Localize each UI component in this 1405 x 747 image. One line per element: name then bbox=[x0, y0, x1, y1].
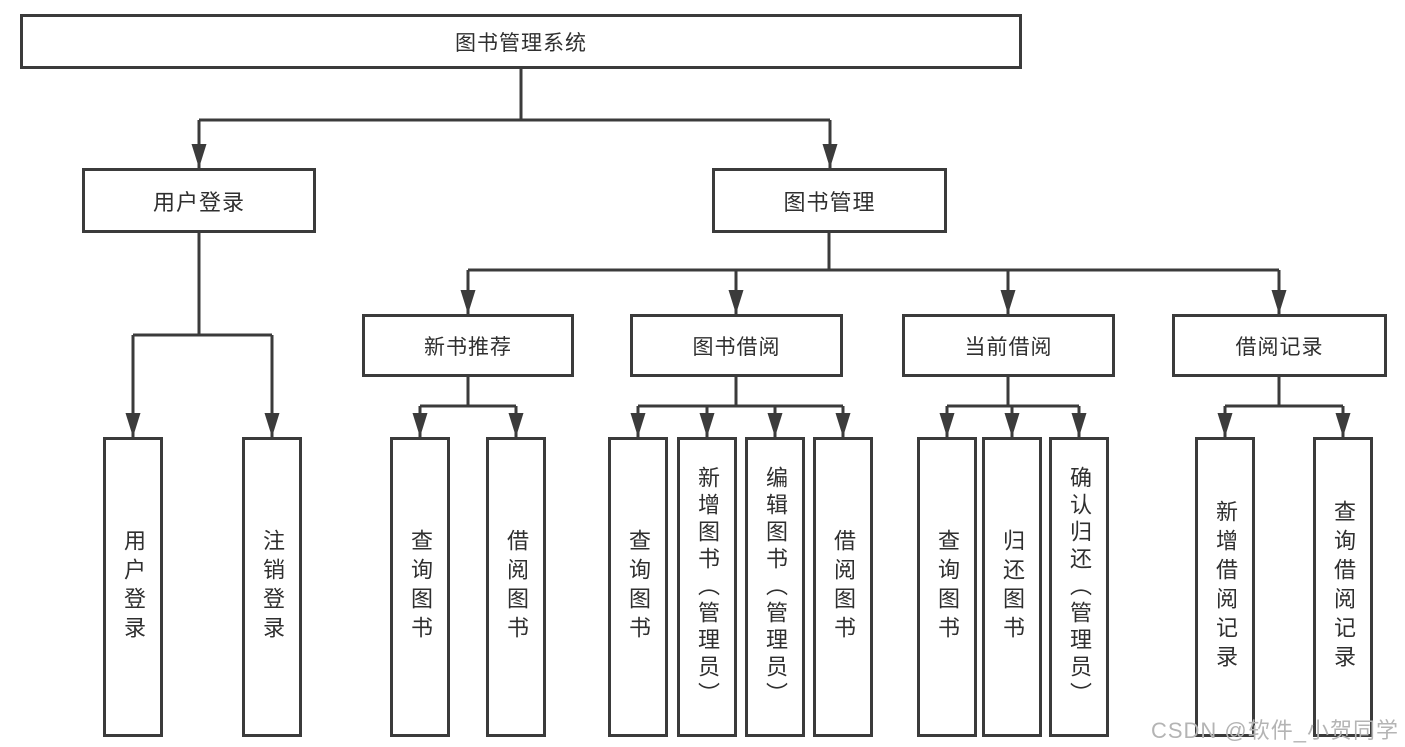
node-label: 当前借阅 bbox=[964, 335, 1053, 359]
node-label: 借阅记录 bbox=[1235, 335, 1324, 359]
leaf-query-books-recommend: 查询图书 bbox=[390, 437, 450, 737]
leaf-add-books-admin: 新增图书（管理员） bbox=[677, 437, 737, 737]
node-library-management-system: 图书管理系统 bbox=[20, 14, 1022, 69]
node-label: 确认归还（管理员） bbox=[1067, 465, 1092, 709]
node-current-borrowing: 当前借阅 bbox=[902, 314, 1115, 377]
node-label: 注销登录 bbox=[260, 529, 285, 645]
node-book-management: 图书管理 bbox=[712, 168, 947, 233]
node-book-borrowing: 图书借阅 bbox=[630, 314, 843, 377]
node-label: 新增图书（管理员） bbox=[695, 465, 720, 709]
leaf-user-login: 用户登录 bbox=[103, 437, 163, 737]
leaf-logout: 注销登录 bbox=[242, 437, 302, 737]
leaf-add-borrow-record: 新增借阅记录 bbox=[1195, 437, 1255, 737]
node-label: 查询图书 bbox=[626, 529, 651, 645]
node-label: 归还图书 bbox=[1000, 529, 1025, 645]
node-label: 图书借阅 bbox=[692, 335, 781, 359]
node-label: 借阅图书 bbox=[831, 529, 856, 645]
node-label: 新增借阅记录 bbox=[1213, 500, 1238, 674]
node-label: 图书管理 bbox=[783, 189, 876, 215]
leaf-query-books-current: 查询图书 bbox=[917, 437, 977, 737]
node-label: 用户登录 bbox=[152, 189, 245, 215]
leaf-query-borrow-record: 查询借阅记录 bbox=[1313, 437, 1373, 737]
leaf-confirm-return-admin: 确认归还（管理员） bbox=[1049, 437, 1109, 737]
node-label: 编辑图书（管理员） bbox=[763, 465, 788, 709]
leaf-borrow-books-recommend: 借阅图书 bbox=[486, 437, 546, 737]
leaf-borrow-books: 借阅图书 bbox=[813, 437, 873, 737]
leaf-edit-books-admin: 编辑图书（管理员） bbox=[745, 437, 805, 737]
watermark: CSDN @软件_小贺同学 bbox=[1150, 718, 1399, 743]
node-user-login: 用户登录 bbox=[82, 168, 316, 233]
arrowheads bbox=[125, 144, 1351, 437]
node-borrowing-records: 借阅记录 bbox=[1172, 314, 1387, 377]
leaf-return-books: 归还图书 bbox=[982, 437, 1042, 737]
node-label: 借阅图书 bbox=[504, 529, 529, 645]
node-label: 查询图书 bbox=[935, 529, 960, 645]
node-label: 图书管理系统 bbox=[455, 31, 587, 55]
node-new-book-recommendation: 新书推荐 bbox=[362, 314, 574, 377]
connector-lines bbox=[131, 69, 1345, 437]
node-label: 查询借阅记录 bbox=[1331, 500, 1356, 674]
leaf-query-books-borrowing: 查询图书 bbox=[608, 437, 668, 737]
node-label: 查询图书 bbox=[408, 529, 433, 645]
node-label: 新书推荐 bbox=[424, 335, 512, 359]
node-label: 用户登录 bbox=[121, 529, 146, 645]
